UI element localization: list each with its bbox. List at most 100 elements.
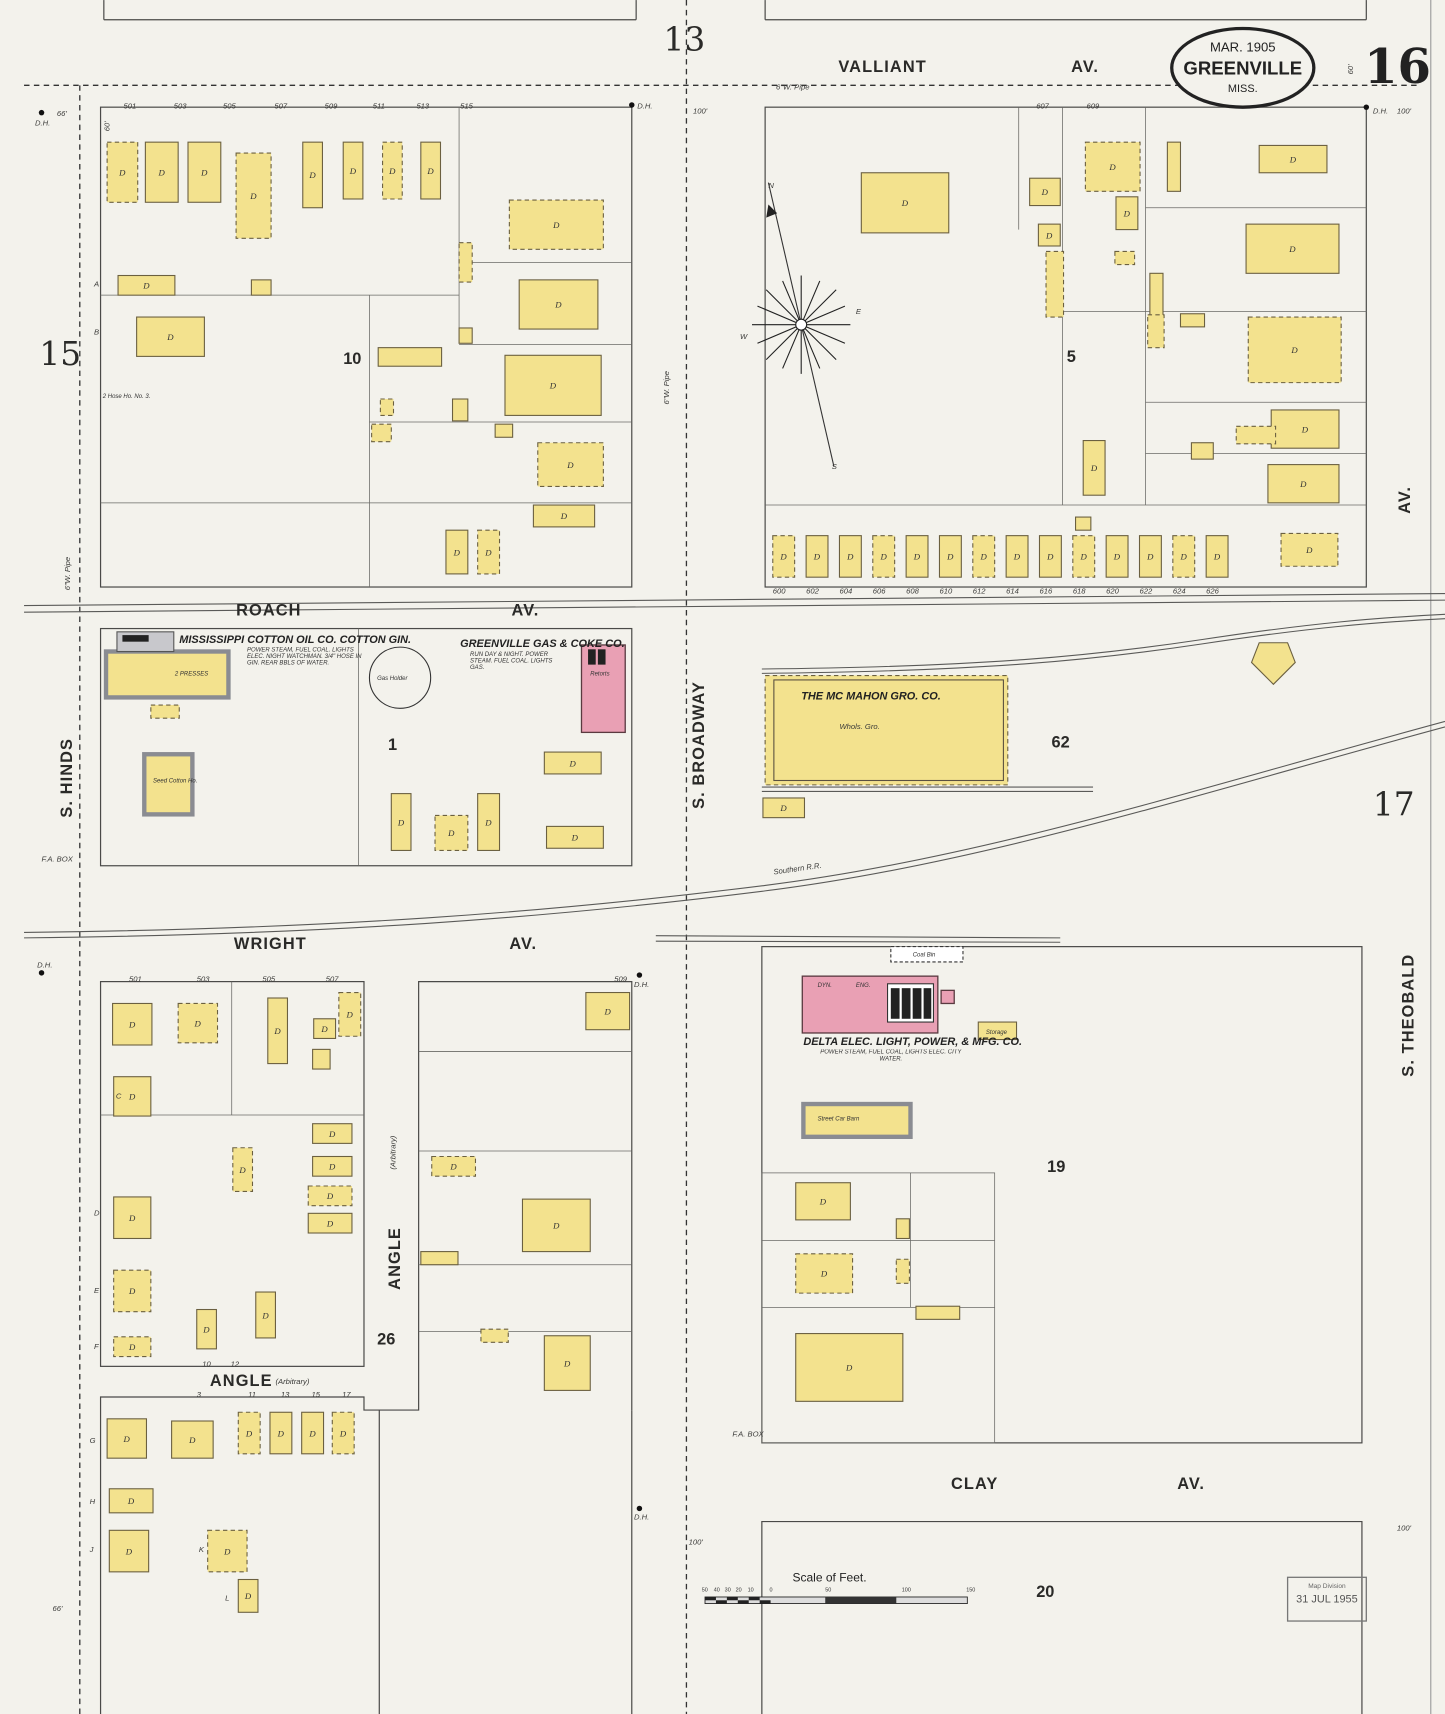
building	[762, 797, 806, 819]
house-number: 13	[281, 1390, 290, 1399]
svg-text:66': 66'	[57, 109, 67, 118]
mcmahon-grocery-building	[764, 675, 1009, 786]
building	[1235, 425, 1277, 445]
building	[543, 751, 602, 775]
scale-tick: 100	[902, 1588, 911, 1594]
svg-text:Coal Bin: Coal Bin	[913, 952, 936, 958]
svg-text:D.H.: D.H.	[637, 101, 652, 110]
svg-text:D.H.: D.H.	[634, 980, 649, 989]
building	[458, 327, 473, 344]
dwelling-label: D	[1213, 552, 1221, 562]
building	[494, 423, 514, 438]
dwelling-label: D	[1299, 479, 1307, 489]
dwelling-label: D	[426, 166, 434, 176]
house-number: 609	[1086, 101, 1099, 110]
house-number: 618	[1073, 587, 1086, 596]
dwelling-label: D	[552, 1221, 560, 1231]
house-number: 602	[806, 587, 819, 596]
lot-letter: J	[89, 1545, 94, 1554]
building	[431, 1155, 477, 1177]
building	[420, 141, 442, 200]
lot-letter: L	[225, 1593, 229, 1602]
dwelling-label: D	[328, 1162, 336, 1172]
house-number: 501	[124, 101, 137, 110]
svg-text:F.A. BOX: F.A. BOX	[732, 1429, 764, 1438]
building	[1258, 144, 1328, 174]
svg-text:AV.: AV.	[1396, 486, 1414, 514]
dwelling-label: D	[127, 1496, 135, 1506]
svg-text:100': 100'	[693, 107, 708, 116]
house-number: 15	[312, 1390, 321, 1399]
building	[1005, 535, 1029, 578]
dwelling-label: D	[128, 1092, 136, 1102]
dwelling-label: D	[779, 552, 787, 562]
svg-text:D.H.: D.H.	[634, 1512, 649, 1521]
house-number: 607	[1036, 101, 1049, 110]
dwelling-label: D	[449, 1162, 457, 1172]
adjacent-sheet-top: 13	[663, 20, 705, 58]
svg-text:100': 100'	[1397, 107, 1412, 116]
gas-holder	[368, 646, 432, 709]
scale-tick: 30	[725, 1588, 731, 1594]
building	[508, 199, 604, 250]
dwelling-label: D	[1288, 244, 1296, 254]
dwelling-label: D	[308, 1428, 316, 1438]
scale-tick: 40	[714, 1588, 720, 1594]
dwelling-label: D	[946, 552, 954, 562]
gas-co-note: RUN DAY & NIGHT. POWER STEAM. FUEL COAL.…	[470, 651, 553, 672]
dwelling-label: D	[813, 552, 821, 562]
building	[390, 793, 412, 851]
dwelling-label: D	[603, 1006, 611, 1016]
house-number: 620	[1106, 587, 1119, 596]
svg-text:ANGLE: ANGLE	[386, 1227, 404, 1290]
dwelling-label: D	[552, 220, 560, 230]
house-number: 614	[1006, 587, 1019, 596]
dwelling-label: D	[846, 552, 854, 562]
dwelling-label: D	[273, 1026, 281, 1036]
sheet-number: 16	[1364, 39, 1431, 95]
dwelling-label: D	[779, 803, 787, 813]
dwelling-label: D	[913, 552, 921, 562]
dwelling-label: D	[238, 1165, 246, 1175]
svg-text:Seed Cotton Ho.: Seed Cotton Ho.	[153, 779, 197, 785]
building	[480, 1328, 509, 1343]
dwelling-label: D	[118, 167, 126, 177]
house-number: 600	[773, 587, 786, 596]
dwelling-label: D	[554, 300, 562, 310]
building	[872, 535, 896, 578]
svg-text:6"W. Pipe: 6"W. Pipe	[776, 83, 809, 92]
lot-letter: K	[199, 1545, 205, 1554]
building	[1190, 442, 1214, 460]
building	[1037, 223, 1061, 247]
house-number: 511	[373, 101, 385, 110]
svg-text:(Arbitrary): (Arbitrary)	[275, 1377, 309, 1386]
dwelling-label: D	[571, 833, 579, 843]
building	[1245, 223, 1340, 274]
lot-letter: E	[94, 1286, 100, 1295]
building	[331, 1411, 355, 1455]
dwelling-label: D	[128, 1342, 136, 1352]
building	[232, 1147, 254, 1193]
building	[313, 1018, 337, 1039]
dwelling-label: D	[484, 817, 492, 827]
seed-cotton-house	[142, 752, 195, 817]
dwelling-label: D	[549, 381, 557, 391]
lot-letter: B	[94, 328, 99, 337]
block-numbers: 10 5 1 62 19 26 20	[343, 348, 1076, 1601]
dwelling-label: D	[1289, 154, 1297, 164]
building	[1267, 464, 1340, 504]
dwelling-label: D	[123, 1434, 131, 1444]
building	[521, 1198, 591, 1253]
building	[187, 141, 222, 203]
building	[106, 141, 139, 203]
dwelling-label: D	[1108, 162, 1116, 172]
building	[312, 1155, 353, 1177]
scale-tick: 0	[770, 1588, 773, 1594]
svg-text:6"W. Pipe: 6"W. Pipe	[662, 371, 671, 404]
building	[543, 1335, 591, 1391]
dwelling-label: D	[484, 547, 492, 557]
dwelling-label: D	[1046, 552, 1054, 562]
dwelling-label: D	[1013, 552, 1021, 562]
house-number: 509	[325, 101, 338, 110]
